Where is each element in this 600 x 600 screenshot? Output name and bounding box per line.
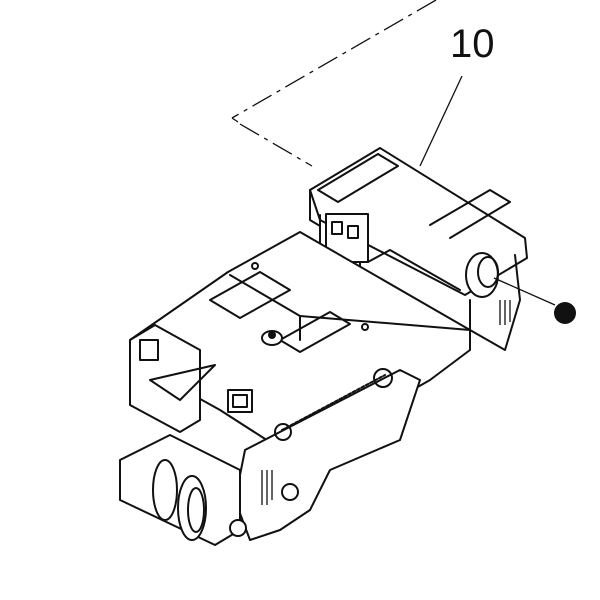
reference-dot-marker [554,302,576,324]
roller [119,434,247,546]
round-port [465,252,521,351]
callout-label-10: 10 [450,22,495,66]
front-latch [129,324,253,433]
callout-leader-line [419,75,463,167]
lever-arm [234,368,421,541]
dash-dot-reference-line [231,0,437,167]
dot-leader-line [493,277,556,306]
